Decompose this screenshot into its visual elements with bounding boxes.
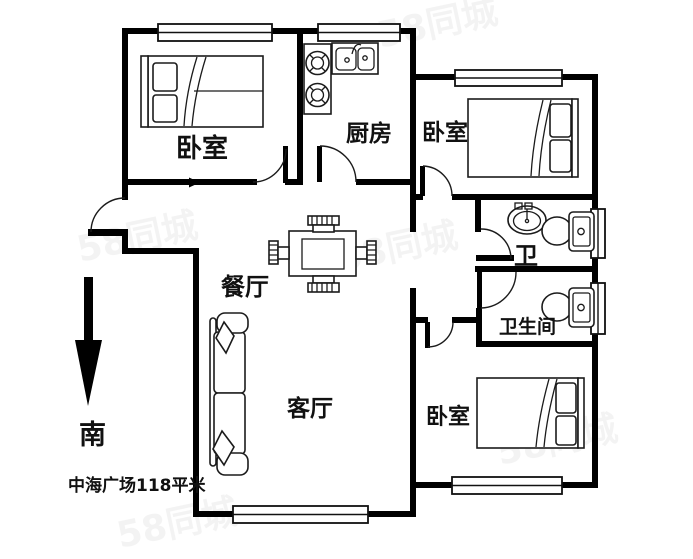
compass-south: 南 <box>75 277 106 451</box>
label-bedroom-bottom-right: 卧室 <box>426 404 470 430</box>
watermark: 58同城 <box>73 205 201 270</box>
wall-bedroom3-top <box>452 317 481 323</box>
window-kitchen <box>317 23 401 42</box>
kitchen-door-arc <box>319 145 357 183</box>
room-labels: 卧室 厨房 卧室 卫 卫生间 卧室 餐厅 客厅 <box>176 119 556 430</box>
bathroom1-door-leaf <box>476 255 514 261</box>
bathroom1-door-arc <box>480 228 512 260</box>
sofa-icon <box>209 312 249 476</box>
bed-icon <box>140 55 264 128</box>
wall-bedroom1-bottom-stub <box>285 179 303 185</box>
watermark: 58同城 <box>113 491 241 556</box>
wall-kitchen-bottom <box>356 179 416 185</box>
south-arrow-head <box>75 340 102 406</box>
label-bathroom-large: 卫生间 <box>499 315 556 338</box>
window-bedroom1 <box>157 23 273 42</box>
wall-outer-right <box>592 74 598 488</box>
wall-entry-step-v <box>122 229 128 254</box>
wall-bedroom2-bottom-stub <box>410 194 423 200</box>
kitchen-door-leaf <box>317 146 322 182</box>
window-living <box>232 505 369 524</box>
wall-living-left <box>193 248 199 517</box>
bathroom2-door-leaf <box>477 272 482 308</box>
wall-bath2-left <box>476 308 482 347</box>
wash-basin-icon <box>507 202 547 235</box>
wall-kitchen-right <box>410 28 416 232</box>
label-living: 客厅 <box>287 395 333 422</box>
bedroom2-door-leaf <box>420 166 425 196</box>
wall-entry-step-h <box>122 248 199 254</box>
toilet-icon <box>541 287 595 328</box>
dining-table-icon <box>268 215 377 293</box>
floorplan-caption: 中海广场118平米 <box>68 475 206 496</box>
label-bathroom-small: 卫 <box>514 242 538 270</box>
wall-bath1-left <box>475 196 481 232</box>
bedroom1-door-leaf <box>283 146 288 183</box>
wall-bedroom3-top-stub <box>410 317 428 323</box>
windows <box>157 23 606 524</box>
label-bedroom-top-right: 卧室 <box>422 119 468 146</box>
window-bedroom2 <box>454 69 563 87</box>
wall-bedroom2-bottom <box>452 194 598 200</box>
wall-bedroom1-kitchen-divider <box>297 28 303 185</box>
bed-icon <box>476 377 585 449</box>
bedroom2-door-arc <box>422 165 453 197</box>
label-dining: 餐厅 <box>221 273 269 301</box>
stove-icon <box>303 43 332 115</box>
bathroom2-door-arc <box>480 271 517 309</box>
wall-arrow-marker <box>189 177 200 188</box>
bedroom3-door-leaf <box>425 322 430 348</box>
window-bedroom3 <box>451 476 563 495</box>
south-label: 南 <box>79 420 106 451</box>
label-bedroom-top-left: 卧室 <box>176 133 228 164</box>
wall-left-upper <box>122 28 128 200</box>
bedroom3-door-arc <box>427 321 454 348</box>
toilet-icon <box>541 211 595 252</box>
wall-bath2-bottom <box>476 341 598 347</box>
wall-living-right <box>410 288 416 517</box>
wall-bath-divider <box>475 266 598 272</box>
south-arrow-shaft <box>84 277 93 344</box>
bed-icon <box>467 98 579 178</box>
entry-door-leaf <box>88 229 126 236</box>
bedroom1-door-arc <box>252 148 287 183</box>
label-kitchen: 厨房 <box>346 120 392 147</box>
entry-door-arc <box>90 197 126 233</box>
doors <box>88 145 517 348</box>
kitchen-sink-icon <box>331 42 379 75</box>
